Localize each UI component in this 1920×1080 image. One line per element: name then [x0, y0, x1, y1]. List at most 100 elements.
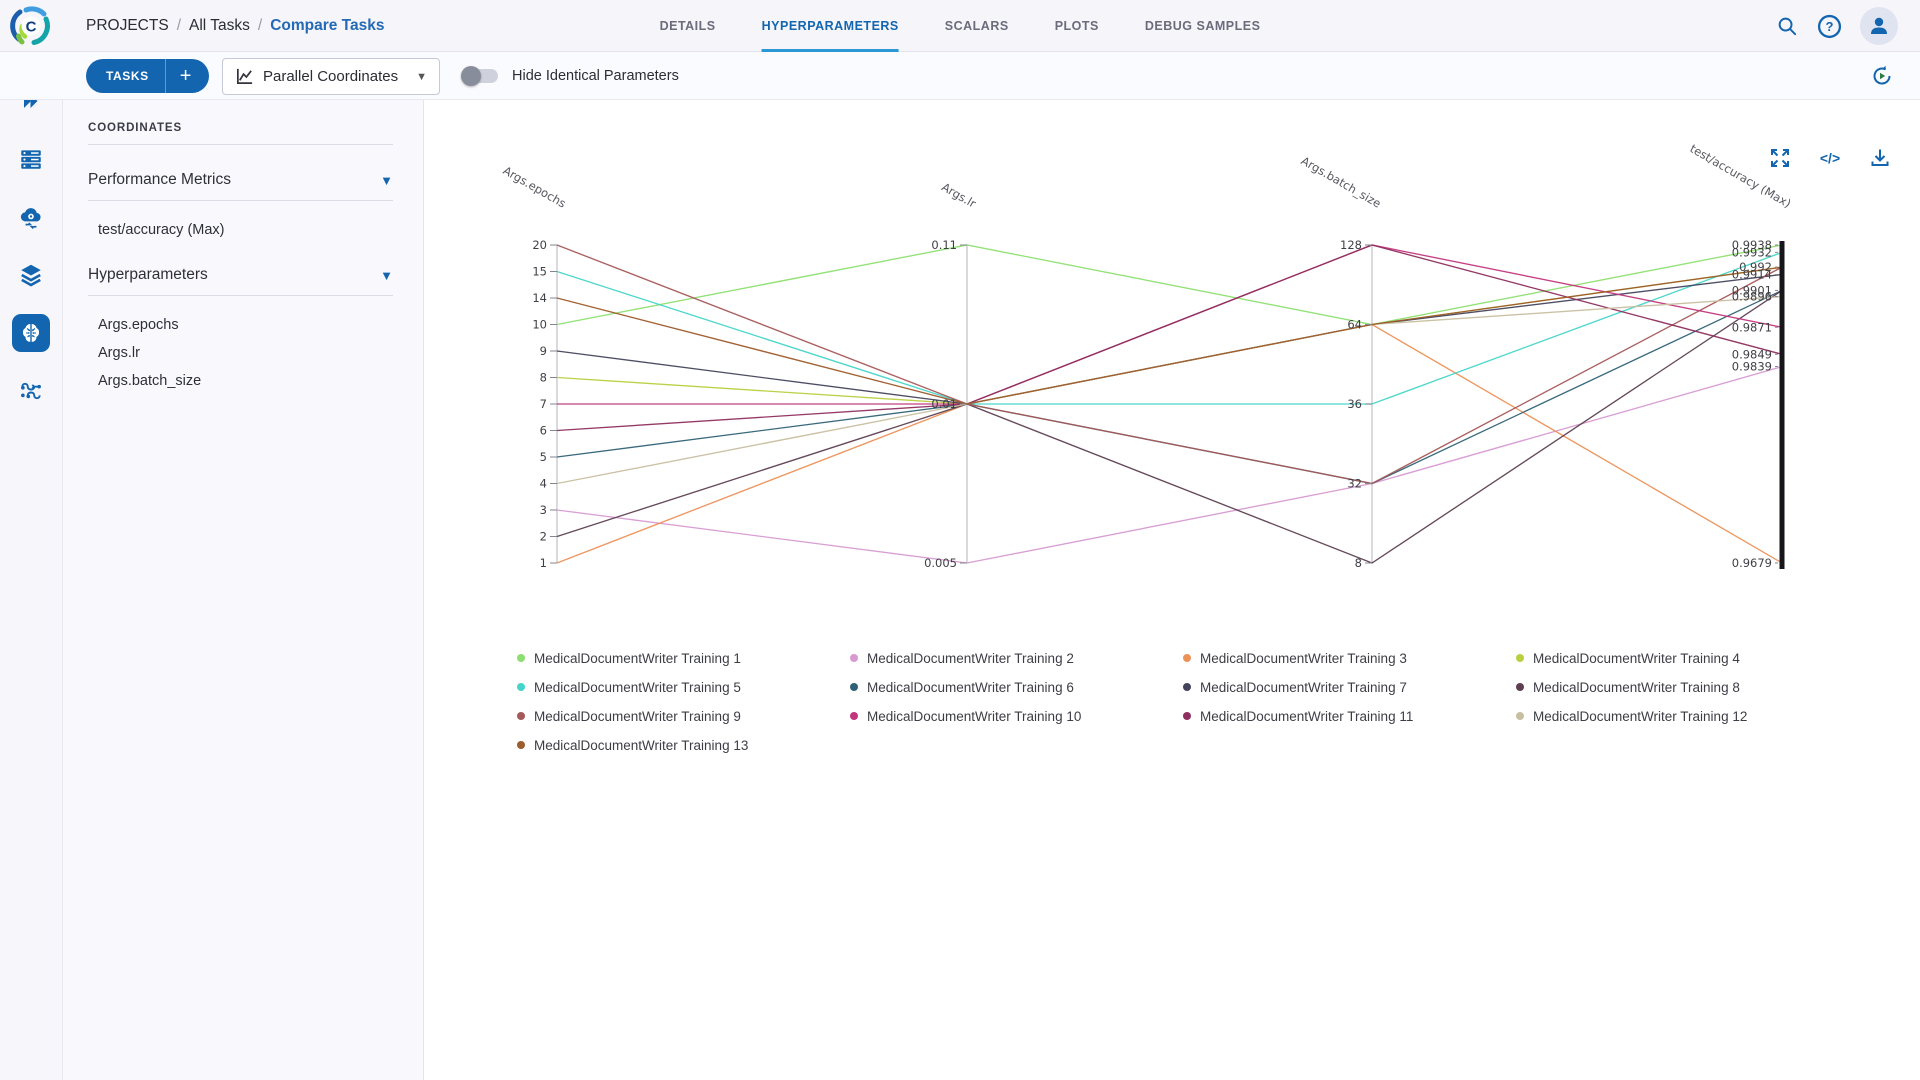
axis-brush[interactable] — [1779, 241, 1785, 569]
coordinate-item-args-batch-size[interactable]: Args.batch_size — [98, 373, 202, 389]
tick-label: 14 — [532, 291, 547, 305]
help-icon[interactable]: ? — [1817, 14, 1842, 39]
series-line[interactable] — [556, 266, 1783, 405]
legend-label: MedicalDocumentWriter Training 13 — [534, 737, 749, 753]
legend-dot — [850, 654, 858, 662]
tick-label: 6 — [540, 424, 547, 438]
parallel-coordinates-chart[interactable]: Args.epochs20151410987654321Args.lr0.110… — [424, 140, 1920, 645]
tick-label: 1 — [540, 556, 547, 570]
download-icon[interactable] — [1868, 146, 1892, 170]
tick-label: 0.9932 — [1732, 245, 1772, 259]
coordinate-item-test-accuracy[interactable]: test/accuracy (Max) — [98, 222, 225, 238]
legend-dot — [1516, 712, 1524, 720]
tasks-button[interactable]: TASKS — [106, 69, 149, 83]
legend-label: MedicalDocumentWriter Training 11 — [1200, 708, 1414, 724]
section-label: Hyperparameters — [88, 266, 208, 283]
top-header: C PROJECTS / All Tasks / Compare Tasks D… — [0, 0, 1920, 52]
legend-dot — [517, 712, 525, 720]
tick-label: 7 — [540, 397, 547, 411]
chevron-down-icon: ▼ — [380, 267, 393, 283]
legend-item[interactable]: MedicalDocumentWriter Training 5 — [517, 677, 850, 697]
tick-label: 0.005 — [924, 556, 957, 570]
tick-label: 0.9938 — [1732, 238, 1772, 252]
tick-label: 0.9901 — [1732, 283, 1772, 297]
svg-text:C: C — [26, 19, 37, 36]
series-line[interactable] — [556, 244, 1783, 485]
series-line[interactable] — [556, 289, 1783, 564]
divider — [88, 200, 393, 201]
tick-label: 0.9914 — [1732, 267, 1772, 281]
coordinate-item-args-epochs[interactable]: Args.epochs — [98, 317, 179, 333]
clearml-logo[interactable]: C — [10, 5, 52, 47]
tick-label: 9 — [540, 344, 547, 358]
legend-item[interactable]: MedicalDocumentWriter Training 7 — [1183, 677, 1516, 697]
tab-debug-samples[interactable]: DEBUG SAMPLES — [1144, 19, 1261, 33]
tick-label: 0.9849 — [1732, 347, 1772, 361]
pipelines-flow-icon[interactable] — [12, 372, 50, 410]
legend-item[interactable]: MedicalDocumentWriter Training 2 — [850, 648, 1183, 668]
breadcrumb-separator: / — [257, 17, 263, 34]
series-line[interactable] — [556, 365, 1783, 564]
legend-dot — [850, 683, 858, 691]
hide-identical-toggle[interactable] — [461, 66, 498, 86]
coordinate-item-args-lr[interactable]: Args.lr — [98, 345, 140, 361]
maximize-icon[interactable] — [1768, 146, 1792, 170]
button-divider — [164, 59, 166, 93]
auto-refresh-icon[interactable] — [1870, 64, 1894, 88]
svg-text:?: ? — [1826, 19, 1834, 34]
legend-item[interactable]: MedicalDocumentWriter Training 4 — [1516, 648, 1849, 668]
legend-item[interactable]: MedicalDocumentWriter Training 10 — [850, 706, 1183, 726]
legend-dot — [1183, 683, 1191, 691]
coordinates-panel: COORDINATES Performance Metrics ▼ test/a… — [63, 100, 424, 1080]
legend-dot — [1183, 712, 1191, 720]
series-line[interactable] — [556, 251, 1783, 405]
user-avatar[interactable] — [1860, 7, 1898, 45]
panel-title: COORDINATES — [88, 122, 183, 134]
legend-item[interactable]: MedicalDocumentWriter Training 11 — [1183, 706, 1516, 726]
side-rail — [0, 52, 63, 1080]
series-line[interactable] — [556, 266, 1783, 405]
legend-item[interactable]: MedicalDocumentWriter Training 1 — [517, 648, 850, 668]
view-type-dropdown[interactable]: Parallel Coordinates ▼ — [222, 58, 440, 95]
dashboard-servers-icon[interactable] — [12, 140, 50, 178]
hyper-datasets-brain-icon[interactable] — [12, 314, 50, 352]
tab-bar: DETAILS HYPERPARAMETERS SCALARS PLOTS DEBUG … — [660, 0, 1261, 52]
chevron-down-icon: ▼ — [380, 172, 393, 188]
breadcrumb-projects[interactable]: PROJECTS — [86, 17, 169, 34]
search-icon[interactable] — [1776, 15, 1799, 38]
legend-item[interactable]: MedicalDocumentWriter Training 9 — [517, 706, 850, 726]
tab-hyperparameters[interactable]: HYPERPARAMETERS — [761, 0, 899, 52]
legend-item[interactable]: MedicalDocumentWriter Training 12 — [1516, 706, 1849, 726]
legend-item[interactable]: MedicalDocumentWriter Training 13 — [517, 735, 850, 755]
embed-code-icon[interactable]: </> — [1819, 150, 1841, 166]
datasets-layers-icon[interactable] — [12, 256, 50, 294]
legend-item[interactable]: MedicalDocumentWriter Training 6 — [850, 677, 1183, 697]
legend-item[interactable]: MedicalDocumentWriter Training 3 — [1183, 648, 1516, 668]
series-line[interactable] — [556, 244, 1783, 432]
tick-label: 0.992 — [1739, 260, 1772, 274]
tab-plots[interactable]: PLOTS — [1054, 19, 1099, 33]
breadcrumb-separator: / — [176, 17, 181, 34]
legend-label: MedicalDocumentWriter Training 5 — [534, 679, 741, 695]
tab-scalars[interactable]: SCALARS — [944, 19, 1009, 33]
section-label: Performance Metrics — [88, 171, 231, 188]
legend-item[interactable]: MedicalDocumentWriter Training 8 — [1516, 677, 1849, 697]
tick-label: 5 — [540, 450, 547, 464]
toolbar: TASKS + Parallel Coordinates ▼ Hide Iden… — [0, 52, 1920, 100]
breadcrumb-all-tasks[interactable]: All Tasks — [189, 17, 250, 34]
section-performance-metrics[interactable]: Performance Metrics ▼ — [88, 171, 393, 189]
tick-label: 0.01 — [931, 397, 957, 411]
tab-details[interactable]: DETAILS — [659, 19, 716, 33]
divider — [88, 295, 393, 296]
series-line[interactable] — [556, 244, 1783, 326]
series-line[interactable] — [556, 289, 1783, 485]
section-hyperparameters[interactable]: Hyperparameters ▼ — [88, 266, 393, 284]
legend-label: MedicalDocumentWriter Training 6 — [867, 679, 1074, 695]
chevron-down-icon: ▼ — [416, 70, 427, 83]
tick-label: 8 — [540, 371, 547, 385]
legend-dot — [1183, 654, 1191, 662]
breadcrumb: PROJECTS / All Tasks / Compare Tasks — [86, 0, 384, 52]
workers-queues-icon[interactable] — [12, 198, 50, 236]
add-task-button[interactable]: + — [179, 65, 192, 87]
series-line[interactable] — [556, 273, 1783, 405]
